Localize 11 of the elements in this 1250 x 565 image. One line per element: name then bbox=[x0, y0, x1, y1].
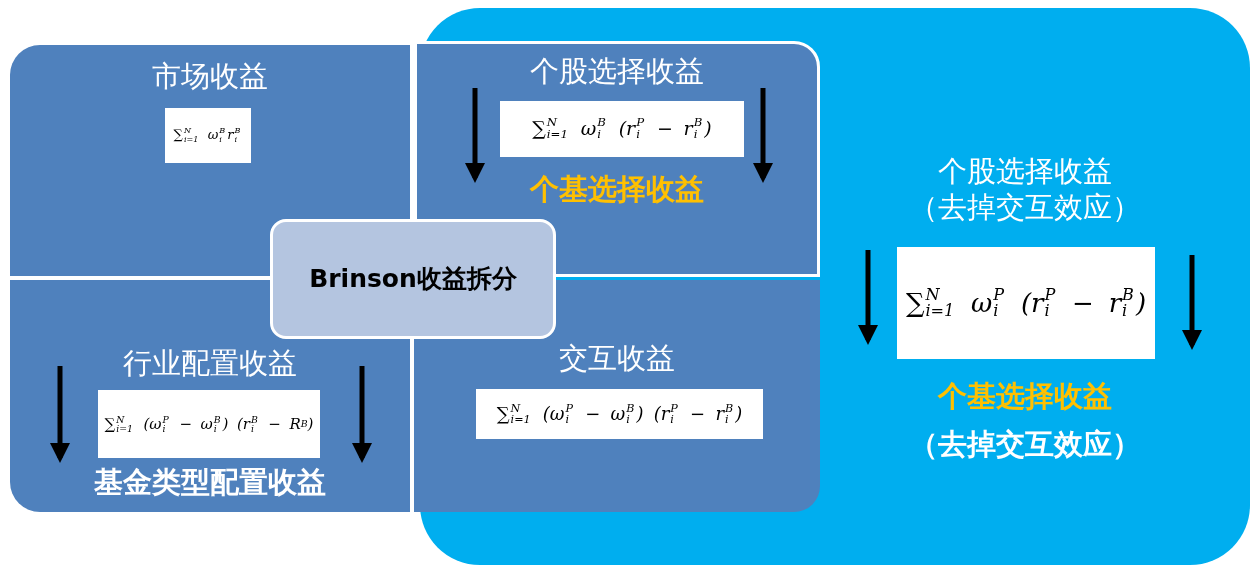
highlight-label: （去掉交互效应） bbox=[908, 426, 1142, 463]
highlight-label: 个基选择收益 bbox=[937, 378, 1113, 415]
center-title: Brinson收益拆分 bbox=[308, 263, 518, 296]
section-title: 行业配置收益 bbox=[122, 345, 298, 382]
highlight-label: 基金类型配置收益 bbox=[93, 464, 327, 501]
section-title: 个股选择收益（去掉交互效应） bbox=[908, 153, 1142, 226]
section-title: 个股选择收益 bbox=[529, 53, 705, 90]
section-title: 市场收益 bbox=[151, 58, 269, 95]
section-title: 交互收益 bbox=[558, 340, 676, 377]
highlight-label: 个基选择收益 bbox=[529, 171, 705, 208]
center-box bbox=[270, 219, 556, 339]
